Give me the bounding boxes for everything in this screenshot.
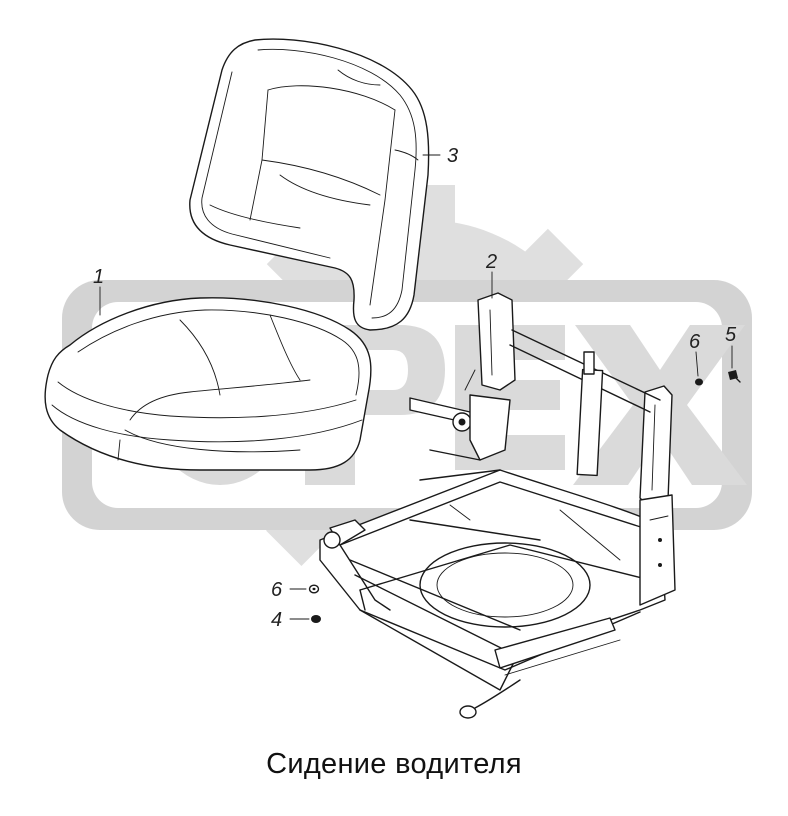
seat-frame — [319, 292, 676, 719]
callout-1: 1 — [93, 266, 104, 288]
callouts: 1 2 3 4 5 6 6 — [93, 145, 737, 631]
leader-lines — [99, 154, 733, 620]
callout-2: 2 — [485, 251, 497, 273]
nut-left — [311, 615, 321, 623]
callout-6-left: 6 — [271, 579, 283, 601]
bolt — [728, 370, 741, 383]
seat-backrest — [189, 38, 430, 331]
callout-3: 3 — [447, 145, 458, 167]
washer-right — [695, 378, 703, 386]
washer-left — [308, 584, 320, 594]
seat-cushion — [44, 297, 372, 471]
diagram-caption: Сидение водителя — [266, 748, 522, 780]
callout-4: 4 — [271, 609, 282, 631]
callout-5: 5 — [725, 324, 737, 346]
callout-6-right: 6 — [689, 331, 701, 353]
